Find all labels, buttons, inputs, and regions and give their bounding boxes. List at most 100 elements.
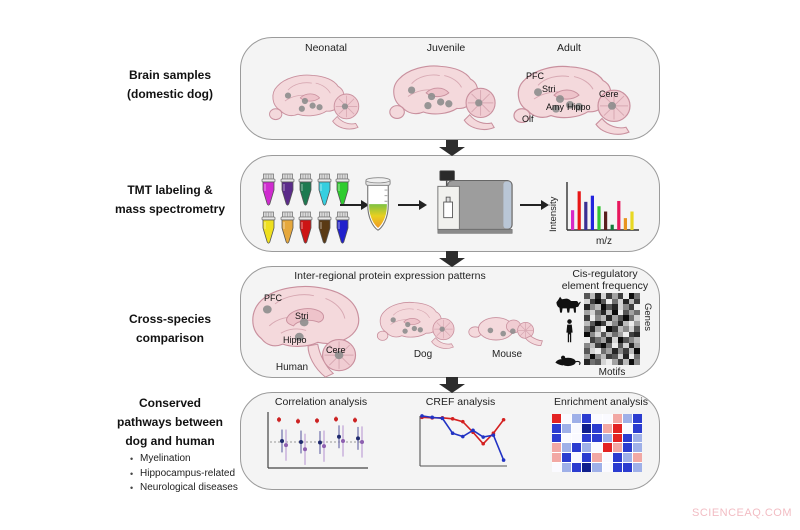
cis-heatmap-cell — [600, 293, 607, 299]
cis-title-line2: element frequency — [561, 280, 649, 292]
enrichment-heatmap-cell — [602, 453, 612, 463]
enrichment-heatmap-cell — [552, 414, 562, 423]
cis-heatmap-cell — [634, 353, 640, 360]
tmt-sample-tube — [317, 173, 331, 206]
cis-heatmap-cell — [606, 315, 612, 321]
enrichment-heatmap-cell — [592, 453, 602, 463]
enrichment-heatmap-cell — [572, 423, 582, 433]
mouse-caption: Mouse — [491, 349, 522, 360]
cis-heatmap-cell — [611, 353, 618, 360]
cis-heatmap-cell — [595, 342, 601, 349]
human-silhouette-icon — [566, 319, 573, 343]
row1-label-line1: Brain samples — [128, 68, 212, 82]
cis-heatmap-cell — [617, 293, 624, 299]
region-label-pfc: PFC — [526, 71, 544, 81]
enrichment-title: Enrichment analysis — [554, 396, 648, 408]
cis-heatmap-cell — [606, 298, 612, 305]
cis-heatmap-cell — [584, 315, 590, 321]
dog-silhouette-icon — [556, 296, 581, 313]
human-caption: Human — [275, 362, 309, 373]
cis-heatmap-cell — [634, 315, 640, 321]
tmt-sample-tube — [298, 211, 313, 244]
cis-heatmap-cell — [611, 359, 618, 365]
pooled-sample-tube — [365, 177, 391, 231]
enrichment-heatmap-cell — [592, 433, 602, 443]
enrichment-heatmap-cell — [612, 433, 622, 443]
region-label-amy: Amy — [546, 102, 564, 112]
cis-heatmap-cell — [611, 304, 618, 310]
row3-label-line2: comparison — [135, 331, 204, 345]
adult-title: Adult — [557, 42, 581, 54]
enrichment-heatmap-cell — [632, 453, 642, 463]
cis-heatmap-cell — [589, 348, 596, 354]
enrichment-heatmap-cell — [592, 414, 602, 423]
tmt-sample-tube — [335, 211, 350, 244]
enrichment-heatmap-cell — [602, 433, 612, 443]
dog-caption: Dog — [413, 349, 433, 360]
row3-label: Cross-species comparison — [95, 310, 245, 348]
enrichment-heatmap-cell — [572, 443, 582, 453]
cis-heatmap-cell — [628, 331, 635, 338]
cis-heatmap-cell — [589, 359, 596, 365]
cis-heatmap-cell — [617, 309, 624, 316]
down-arrow-icon — [439, 140, 465, 156]
cis-heatmap-cell — [600, 348, 607, 354]
enrichment-heatmap-cell — [562, 414, 572, 423]
enrichment-heatmap-cell — [582, 463, 592, 472]
cis-heatmap-cell — [634, 331, 640, 338]
bullet-hippocampus: Hippocampus-related — [130, 467, 250, 482]
region-label-stri: Stri — [542, 84, 556, 94]
cis-heatmap-cell — [628, 315, 635, 321]
enrichment-heatmap-cell — [592, 443, 602, 453]
region-label-hippo: Hippo — [567, 102, 591, 112]
adult-brain-group: PFC Stri Amy Hippo Cere Olf — [512, 60, 647, 138]
enrichment-heatmap-cell — [602, 443, 612, 453]
down-arrow-icon — [439, 251, 465, 267]
row4-label-line3: dog and human — [125, 434, 215, 448]
enrichment-heatmap-cell — [612, 453, 622, 463]
tmt-tube-row-top — [261, 173, 350, 207]
cis-heatmap-cell — [617, 359, 624, 365]
enrichment-heatmap-cell — [562, 433, 572, 443]
row4-label-line1: Conserved — [138, 396, 202, 410]
cis-heatmap-cell — [595, 293, 601, 299]
cis-heatmap-cell — [600, 342, 607, 349]
tmt-tube-row-bottom — [261, 211, 350, 245]
cis-heatmap-cell — [595, 337, 601, 343]
cis-heatmap-cell — [634, 309, 640, 316]
pathway-bullet-list: Myelination Hippocampus-related Neurolog… — [130, 452, 250, 496]
spectrum-x-axis-label: m/z — [595, 236, 613, 247]
cis-heatmap-cell — [617, 304, 624, 310]
cis-heatmap-cell — [606, 326, 612, 332]
cis-heatmap-cell — [584, 309, 590, 316]
cis-heatmap-cell — [623, 353, 629, 360]
cis-heatmap-cell — [595, 331, 601, 338]
cis-heatmap-cell — [595, 326, 601, 332]
cis-heatmap-cell — [617, 348, 624, 354]
cis-heatmap-cell — [589, 293, 596, 299]
enrichment-heatmap-cell — [582, 443, 592, 453]
cis-heatmap-cell — [595, 298, 601, 305]
tmt-sample-tube — [261, 173, 276, 206]
ms-spectrum-chart — [566, 182, 639, 231]
genes-axis-label: Genes — [642, 303, 653, 331]
enrichment-heatmap-cell — [622, 453, 632, 463]
cis-heatmap-cell — [584, 331, 590, 338]
cis-heatmap-cell — [589, 309, 596, 316]
enrichment-heatmap-cell — [592, 463, 602, 472]
cis-heatmap-cell — [623, 320, 629, 327]
enrichment-heatmap-cell — [572, 433, 582, 443]
cis-heatmap-cell — [628, 293, 635, 299]
cis-heatmap-cell — [589, 320, 596, 327]
row1-label-line2: (domestic dog) — [127, 87, 213, 101]
correlation-analysis-chart — [267, 412, 368, 469]
enrichment-heatmap-cell — [632, 443, 642, 453]
cis-heatmap-cell — [595, 353, 601, 360]
cis-heatmap-cell — [623, 359, 629, 365]
cis-heatmap-cell — [628, 359, 635, 365]
enrichment-heatmap-cell — [562, 463, 572, 472]
cis-heatmap-cell — [634, 337, 640, 343]
cis-heatmap-cell — [611, 326, 618, 332]
region-label-stri: Stri — [295, 311, 309, 321]
